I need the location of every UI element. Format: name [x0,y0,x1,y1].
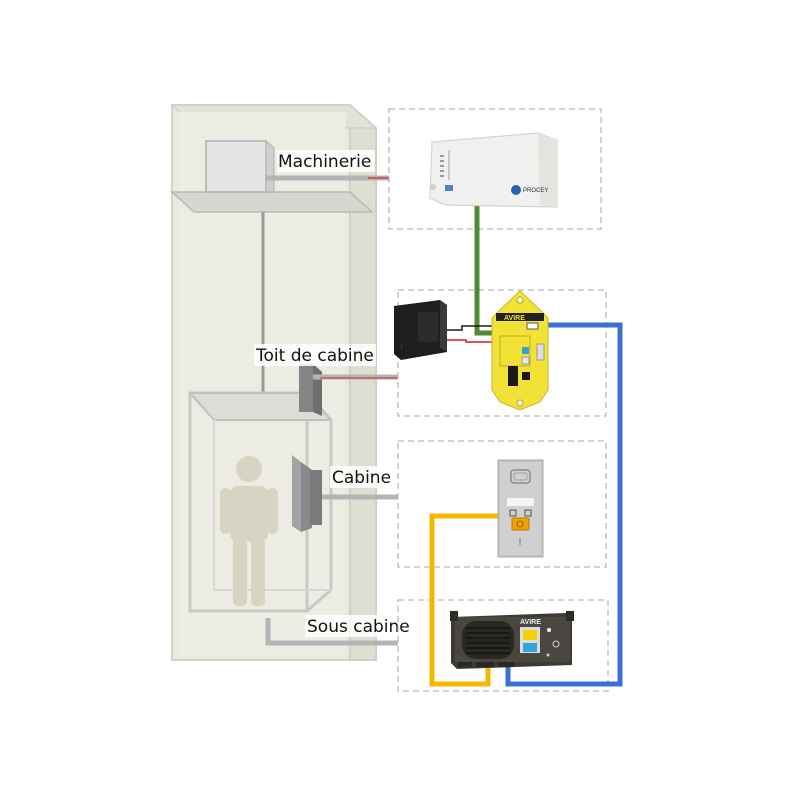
cabin-call-panel [497,459,544,558]
avire-yellow-module: AVIRE [491,290,549,411]
status-leds [440,155,444,177]
label-sous-cabine: Sous cabine [307,617,410,637]
speaker-blue-button [523,643,537,652]
speaker-yellow-button [523,630,537,640]
machine-room-floor [170,191,374,213]
cabin-panel-device [292,455,322,532]
call-button [511,517,530,531]
gsm-router: PROCEY [429,132,558,208]
avire-speaker-unit: AVIRE [450,611,574,669]
under-cabin-connector [265,618,398,646]
blue-cable [505,322,623,687]
person-icon [220,456,278,606]
speaker-grille-icon [462,621,514,659]
machine-box [204,139,276,193]
procey-logo-icon [511,185,521,195]
label-machinerie: Machinerie [278,152,371,172]
svg-text:...: ... [398,345,404,349]
avire-speaker-brand: AVIRE [520,619,541,626]
cabine-device-box [397,440,607,568]
sous-cabine-device-box [397,599,609,692]
avire-module-brand: AVIRE [504,315,525,322]
red-cable [444,339,515,343]
roof-device [299,364,322,416]
black-interface-module: ... [394,300,447,360]
router-logo-text: PROCEY [523,188,548,194]
yellow-cable [429,513,505,687]
badge-reader-icon [510,469,531,484]
machinerie-device-box [388,108,602,230]
label-cabine: Cabine [332,468,391,488]
label-toit-de-cabine: Toit de cabine [255,346,374,366]
module-blue-button [522,347,529,354]
elevator-cabin [187,391,334,613]
